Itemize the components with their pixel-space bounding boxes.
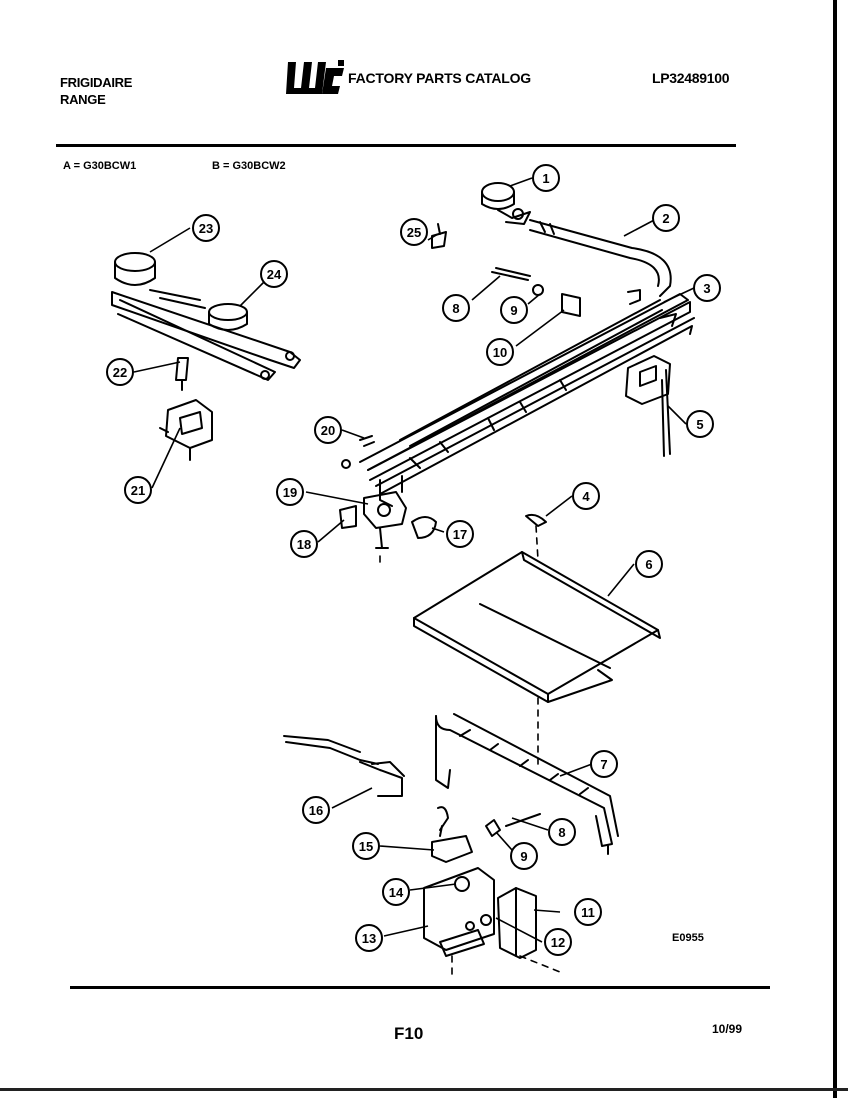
callout-1 (532, 164, 560, 192)
figure-code: E0955 (672, 932, 704, 944)
callout-num-19: 19 (283, 485, 297, 500)
header-rule (56, 144, 736, 147)
wci-logo (286, 60, 344, 94)
callout-num-8a: 8 (452, 301, 459, 316)
callout-15 (352, 832, 380, 860)
callout-23 (192, 214, 220, 242)
callout-num-10: 10 (493, 345, 507, 360)
page-border-right (833, 0, 837, 1098)
callout-num-13: 13 (362, 931, 376, 946)
callout-17 (446, 520, 474, 548)
callout-25 (400, 218, 428, 246)
callout-3 (693, 274, 721, 302)
callout-10 (486, 338, 514, 366)
callout-7 (590, 750, 618, 778)
callout-4 (572, 482, 600, 510)
callout-num-18: 18 (297, 537, 311, 552)
page-border-bottom (0, 1088, 848, 1091)
callout-5 (686, 410, 714, 438)
callout-14 (382, 878, 410, 906)
callout-num-6: 6 (645, 557, 652, 572)
callout-num-20: 20 (321, 423, 335, 438)
callout-24 (260, 260, 288, 288)
callout-num-9b: 9 (520, 849, 527, 864)
callout-num-3: 3 (703, 281, 710, 296)
drip-shield-drawing (413, 551, 661, 703)
callout-19 (276, 478, 304, 506)
callout-num-2: 2 (662, 211, 669, 226)
manifold-rails-drawing (359, 289, 695, 507)
callout-num-24: 24 (267, 267, 282, 282)
callout-num-8b: 8 (558, 825, 565, 840)
revision-date: 10/99 (712, 1022, 743, 1036)
callout-num-21: 21 (131, 483, 145, 498)
product-type: RANGE (60, 92, 106, 107)
callout-num-12: 12 (551, 935, 565, 950)
callout-num-22: 22 (113, 365, 127, 380)
callout-21 (124, 476, 152, 504)
footer-rule (70, 986, 770, 989)
callout-num-25: 25 (407, 225, 421, 240)
brand-name: FRIGIDAIRE (60, 75, 133, 90)
lower-manifold-drawing (435, 713, 619, 855)
callout-6 (635, 550, 663, 578)
callout-18 (290, 530, 318, 558)
callout-8-bottom (548, 818, 576, 846)
callout-num-5: 5 (696, 417, 703, 432)
callout-8-top (442, 294, 470, 322)
page-id: F10 (394, 1024, 424, 1043)
callout-11 (574, 898, 602, 926)
callout-num-9a: 9 (510, 303, 517, 318)
callout-num-15: 15 (359, 839, 373, 854)
model-a-label: A = G30BCW1 (63, 160, 137, 172)
callout-9-bottom (510, 842, 538, 870)
callout-22 (106, 358, 134, 386)
callout-num-7: 7 (600, 757, 607, 772)
callout-20 (314, 416, 342, 444)
callout-2 (652, 204, 680, 232)
brand-block: FRIGIDAIRE RANGE (60, 74, 132, 108)
valve-drawing (481, 182, 531, 225)
callout-num-16: 16 (309, 803, 323, 818)
model-b-label: B = G30BCW2 (212, 160, 286, 172)
callout-num-4: 4 (582, 489, 590, 504)
burner-assembly-drawing (111, 252, 301, 381)
callout-num-11: 11 (581, 905, 595, 920)
callout-13 (355, 924, 383, 952)
callout-num-14: 14 (389, 885, 404, 900)
catalog-code: LP32489100 (652, 70, 730, 86)
callout-num-23: 23 (199, 221, 213, 236)
callout-16 (302, 796, 330, 824)
callout-num-17: 17 (453, 527, 467, 542)
callout-9-top (500, 296, 528, 324)
callout-num-1: 1 (542, 171, 549, 186)
catalog-title: FACTORY PARTS CATALOG (348, 70, 531, 86)
callout-12 (544, 928, 572, 956)
